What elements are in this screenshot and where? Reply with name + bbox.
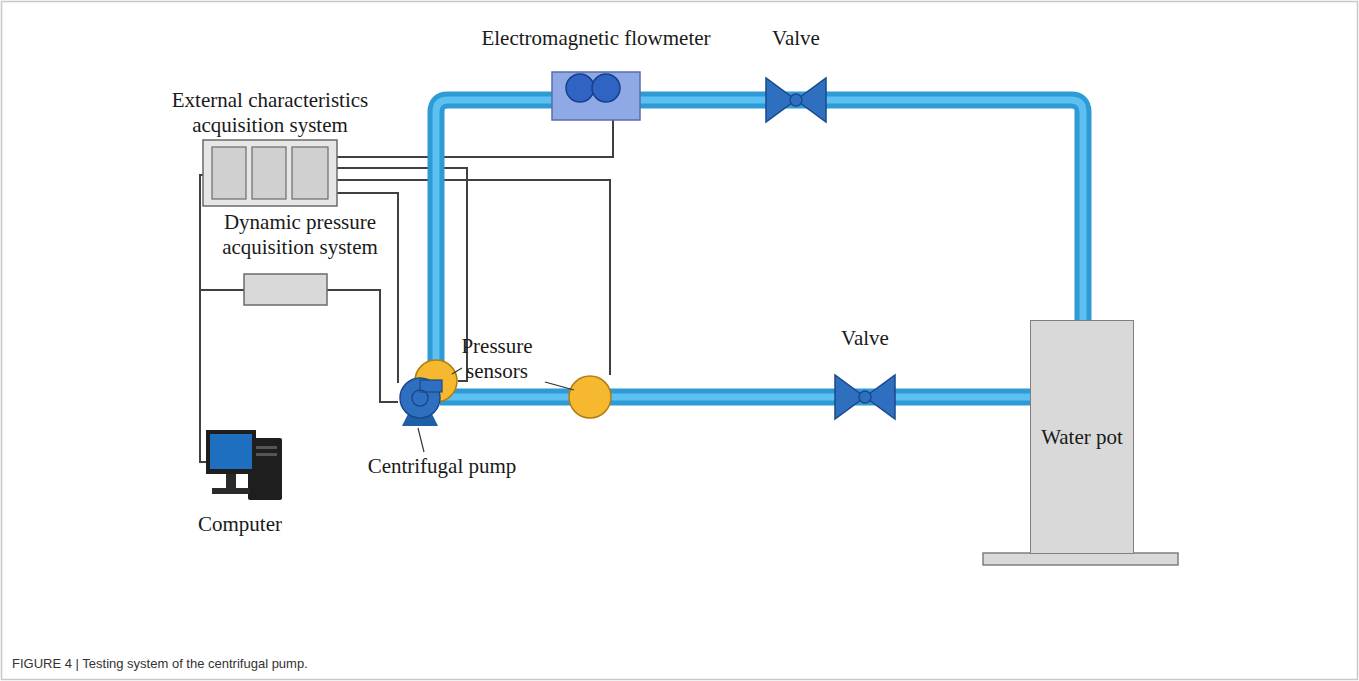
tank-base [983,553,1178,565]
part-label: Centrifugal pump [368,454,517,479]
flowmeter-symbol [552,72,640,120]
figure-caption: FIGURE 4 | Testing system of the centrif… [12,656,308,671]
pipe-loop [436,100,1083,397]
water-tank: Water pot [1030,320,1134,554]
part-label: Valve [841,326,889,351]
node-text: Water pot [1038,425,1126,450]
part-label: Pressure sensors [452,334,542,384]
part-label: Electromagnetic flowmeter [481,26,710,51]
signal-wires [200,120,613,462]
acquisition-box [203,140,337,206]
system-label: External characteristics acquisition sys… [150,88,390,138]
pump-symbol [400,378,442,452]
part-label: Valve [772,26,820,51]
dynamic-acquisition-box [244,274,327,305]
computer-icon [206,430,282,500]
part-label: Computer [198,512,282,537]
system-label: Dynamic pressure acquisition system [190,210,410,260]
valve-symbol [766,78,895,419]
